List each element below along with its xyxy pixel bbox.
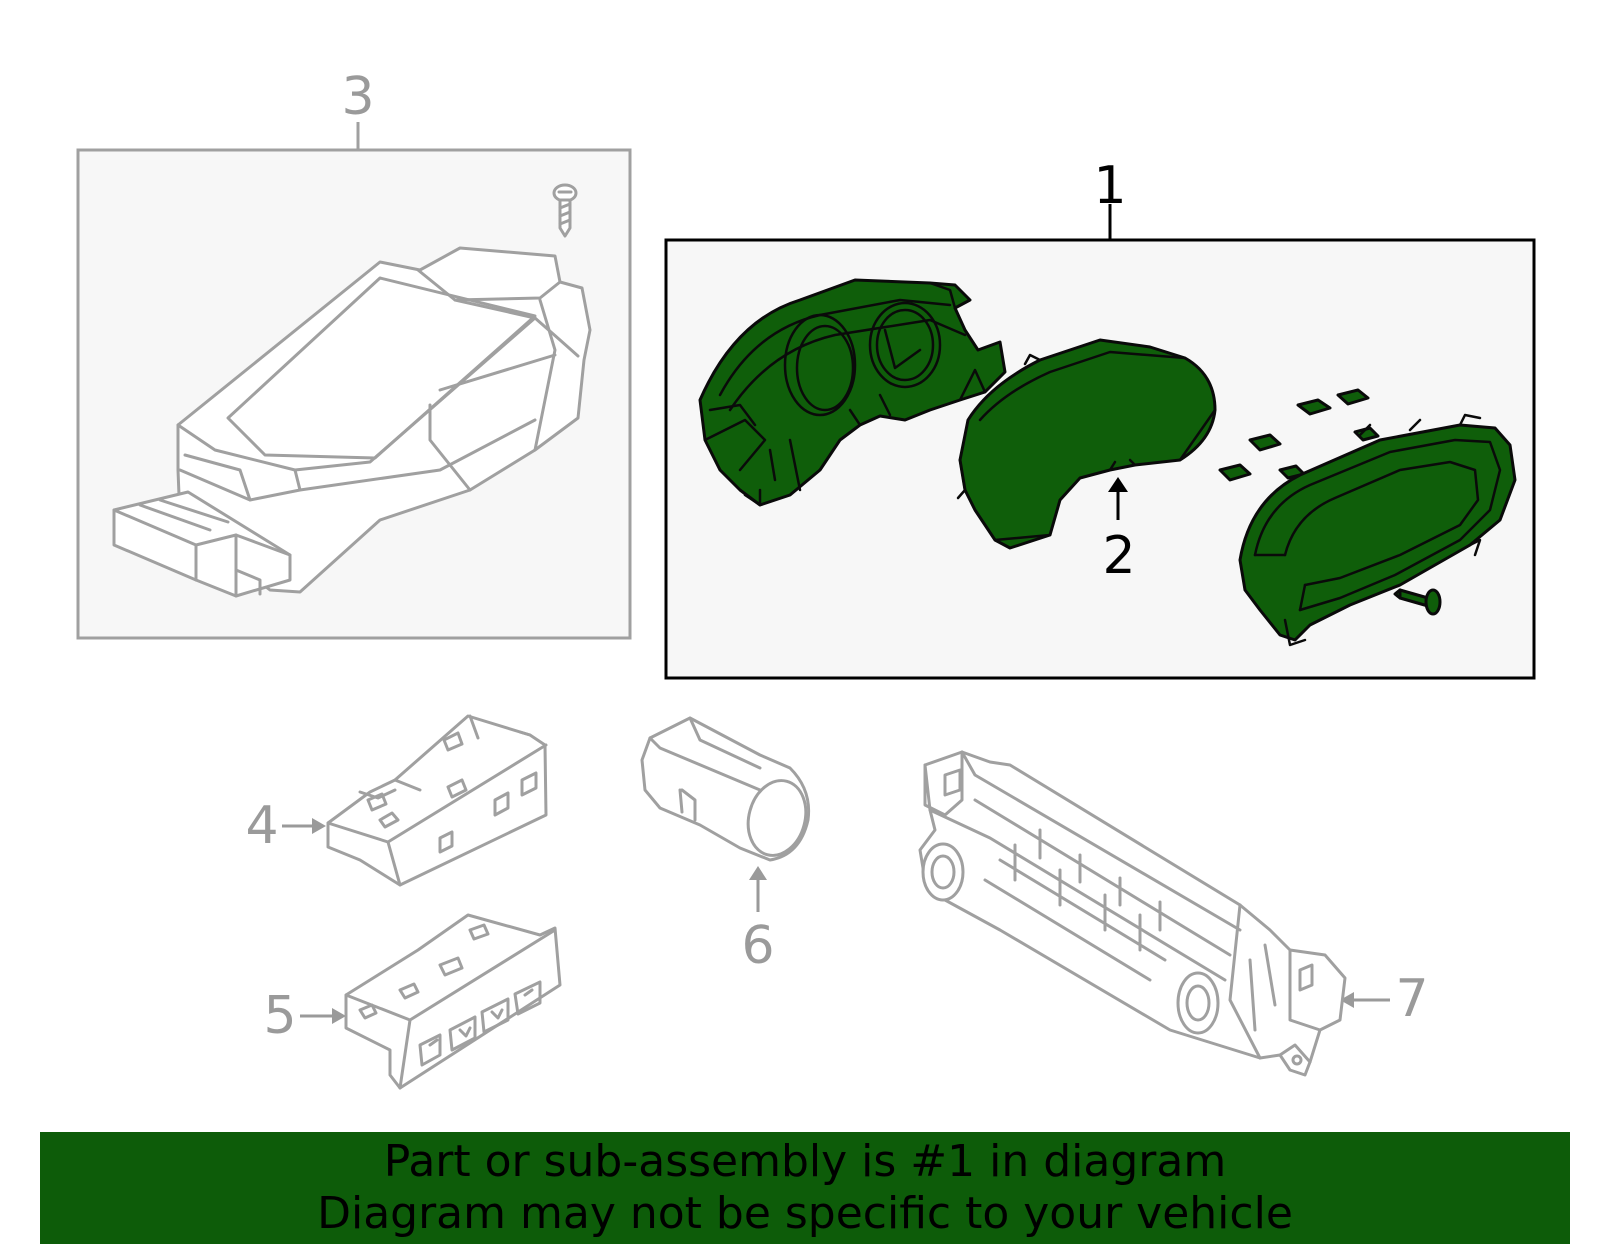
callout-1-label[interactable]: 1 [1093, 156, 1126, 216]
part-7-group[interactable]: 7 [918, 750, 1429, 1077]
part-2-lens [956, 338, 1217, 550]
part-4-switch-panel [326, 714, 548, 887]
part-6-group[interactable]: 6 [640, 716, 814, 976]
callout-4-arrowhead [312, 818, 326, 834]
part-3-group[interactable]: 3 [76, 67, 632, 640]
part-7-climate-unit [918, 750, 1347, 1077]
callout-5-arrowhead [332, 1008, 346, 1024]
part-1-group[interactable]: 1 [664, 156, 1536, 680]
callout-2-label[interactable]: 2 [1102, 526, 1135, 586]
banner-line-2: Diagram may not be specific to your vehi… [317, 1188, 1293, 1239]
part-4-group[interactable]: 4 [245, 714, 548, 887]
callout-5-label[interactable]: 5 [263, 986, 296, 1046]
part-1-rear-housing [698, 278, 1007, 507]
callout-6-arrowhead [749, 866, 767, 880]
callout-7-label[interactable]: 7 [1395, 969, 1428, 1029]
callout-3-label[interactable]: 3 [341, 67, 374, 127]
part-1-gauge-housing [1238, 413, 1517, 647]
info-banner: Part or sub-assembly is #1 in diagram Di… [40, 1132, 1570, 1244]
part-5-group[interactable]: 5 [263, 913, 562, 1090]
callout-6-label[interactable]: 6 [741, 916, 774, 976]
part-5-switch-panel [344, 913, 562, 1090]
callout-4-label[interactable]: 4 [245, 796, 278, 856]
part-3-screw [552, 183, 578, 238]
callout-2-arrowhead [1108, 477, 1128, 492]
part-1-screw [1393, 588, 1442, 616]
part-6-sensor [640, 716, 811, 862]
part-3-display-module [112, 246, 592, 598]
callout-7-arrowhead [1340, 992, 1354, 1008]
banner-line-1: Part or sub-assembly is #1 in diagram [383, 1136, 1227, 1187]
